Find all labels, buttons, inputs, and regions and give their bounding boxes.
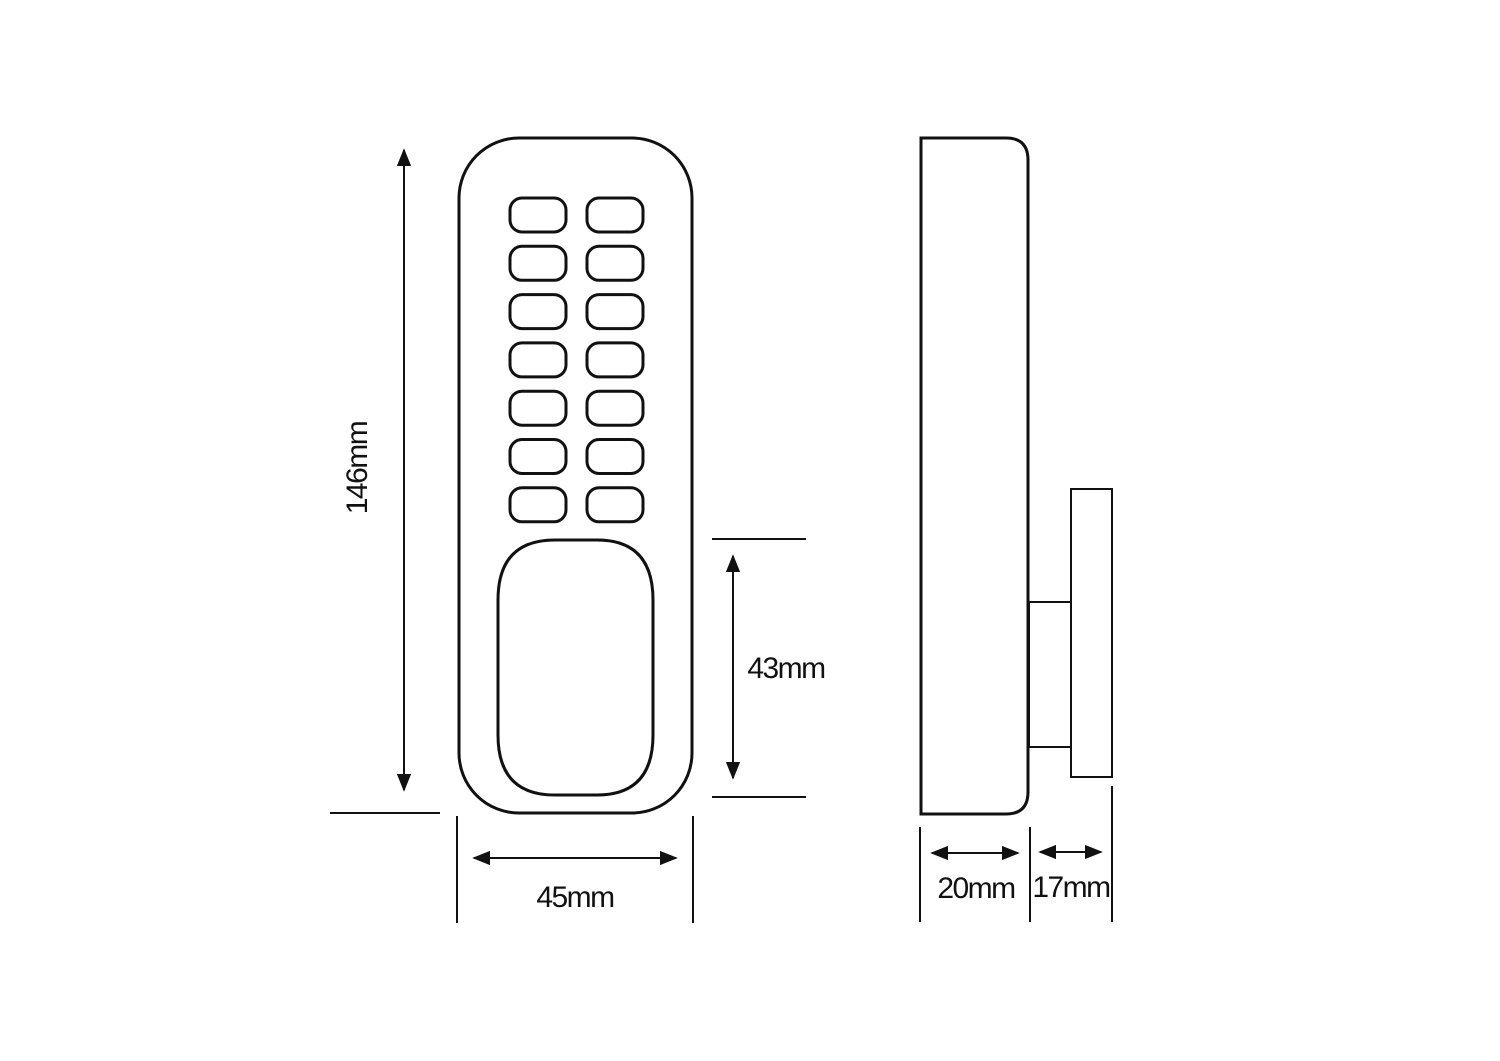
front-view [457, 136, 694, 815]
width-dimension: 45mm [456, 816, 694, 923]
handle-dimension: 43mm [712, 538, 827, 798]
spindle-label: 17mm [1032, 871, 1110, 904]
keypad-key [585, 486, 645, 524]
spindle-side [1028, 601, 1072, 748]
keypad-key [585, 196, 645, 234]
side-view [919, 136, 1113, 816]
keypad-key [585, 293, 645, 331]
back-plate-side [1070, 488, 1113, 778]
keypad-key [508, 341, 568, 379]
depth-label: 20mm [937, 872, 1015, 905]
lock-body-side [919, 136, 1030, 816]
keypad [508, 196, 645, 524]
keypad-key [585, 341, 645, 379]
keypad-key [508, 438, 568, 475]
keypad-key [585, 244, 645, 282]
keypad-key [508, 244, 568, 282]
keypad-key [508, 389, 568, 427]
lock-body-front [457, 136, 694, 815]
handle-label: 43mm [747, 652, 825, 685]
keypad-key [508, 293, 568, 331]
width-label: 45mm [536, 881, 614, 914]
keypad-key [585, 389, 645, 427]
keypad-key [585, 438, 645, 475]
keypad-key [508, 196, 568, 234]
height-dimension: 146mm [330, 148, 440, 814]
handle-outline [496, 538, 655, 797]
depth-dimension: 20mm [919, 827, 1031, 922]
spindle-dimension: 17mm [1032, 786, 1113, 922]
height-label: 146mm [341, 421, 374, 514]
keypad-key [508, 486, 568, 524]
